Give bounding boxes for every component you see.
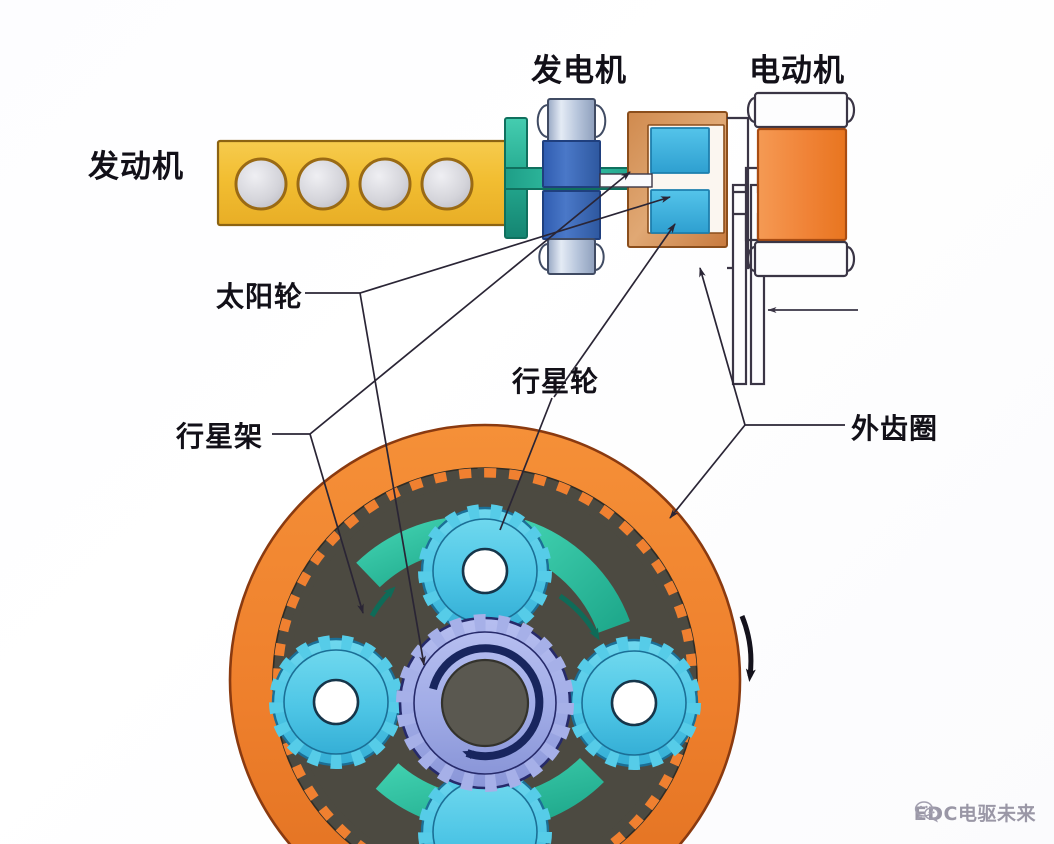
planet-gear-top <box>418 504 552 638</box>
generator-stator-lower-cap-left <box>538 243 549 271</box>
leader-lines <box>272 171 845 666</box>
planet-gear-right <box>567 636 701 770</box>
leader-planet-gear-upper <box>553 223 676 398</box>
wechat-logo-icon <box>914 801 939 823</box>
sun-gear-teeth <box>396 614 574 792</box>
engine-piston <box>296 157 350 211</box>
label-sun-gear: 太阳轮 <box>216 280 304 313</box>
planetary-gear-set <box>228 423 756 844</box>
planet-gear-right-teeth <box>567 636 701 770</box>
motor-winding-upper-cap-right <box>846 96 856 124</box>
planet-gear-left-bore <box>312 678 360 726</box>
engine-assembly <box>216 139 509 227</box>
engine-piston <box>358 157 412 211</box>
motor-assembly <box>746 91 856 278</box>
planet-gear-top-bore <box>461 547 509 595</box>
motor-rotor-body <box>756 127 848 242</box>
motor-winding-upper-cap-left <box>746 96 756 124</box>
watermark-text: EDC电驱未来 <box>913 803 1036 825</box>
watermark: EDC电驱未来 <box>914 799 1036 826</box>
ring-rotation-arrow-icon <box>739 615 756 682</box>
sun-gear-section-upper <box>650 127 710 174</box>
ring-gear-web-left <box>731 183 748 386</box>
ring-gear-output-assembly <box>727 116 858 386</box>
label-ring-gear: 外齿圈 <box>851 412 939 445</box>
motor-winding-lower-cap-right <box>846 245 856 273</box>
generator-rotor-upper <box>542 140 601 188</box>
carrier-arrow-left <box>369 586 396 618</box>
label-planet-gear: 行星轮 <box>512 365 600 398</box>
planet-gear-right-bore <box>610 679 658 727</box>
engine-piston <box>420 157 474 211</box>
sun-gear <box>396 614 574 792</box>
generator-stator-lower-cap-right <box>594 243 605 271</box>
leader-planet-gear-lower <box>499 397 553 531</box>
sun-rotation-arrow-icon <box>429 644 544 761</box>
leader-ring-gear-upper <box>699 267 845 426</box>
leader-carrier-lower <box>309 433 364 614</box>
sun-gear-section-lower <box>650 189 710 234</box>
planet-gear-bottom <box>418 765 552 844</box>
label-carrier: 行星架 <box>176 420 264 453</box>
carrier-arrow-right <box>558 593 600 641</box>
motor-winding-lower <box>753 240 849 278</box>
leader-sun-gear-lower <box>359 292 426 666</box>
motor-winding-upper <box>753 91 849 129</box>
label-motor: 电动机 <box>749 53 845 89</box>
gearbox-housing-assembly <box>599 111 728 248</box>
motor-winding-lower-cap-left <box>746 245 756 273</box>
label-generator: 发电机 <box>531 53 627 89</box>
planet-gear-bottom-teeth <box>418 765 552 844</box>
label-engine: 发动机 <box>88 149 184 185</box>
planet-gear-left-teeth <box>269 635 403 769</box>
leader-ring-gear-lower <box>669 424 746 519</box>
engine-piston <box>234 157 288 211</box>
generator-stator-upper-cap-left <box>536 104 549 138</box>
sun-gear-hub <box>440 658 530 748</box>
generator-stator-upper <box>547 98 596 144</box>
generator-rotor-lower <box>542 190 601 240</box>
generator-stator-upper-cap-right <box>594 104 607 138</box>
generator-assembly <box>536 98 607 275</box>
planet-gear-left <box>269 635 403 769</box>
carrier-direction-arrows <box>369 586 600 641</box>
generator-stator-lower <box>547 238 596 275</box>
